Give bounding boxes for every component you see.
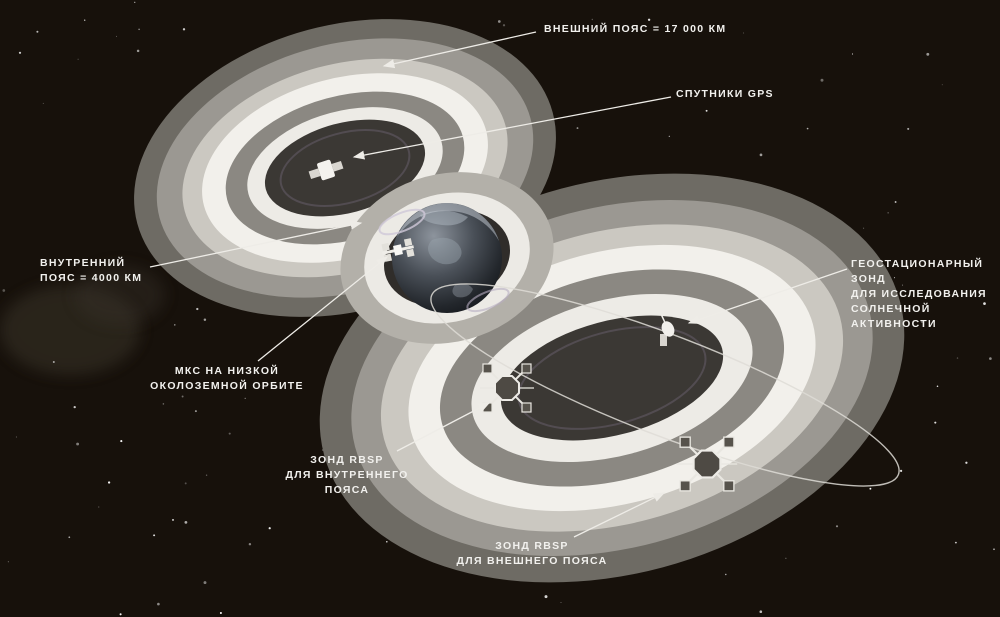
label-rbsp-outer-probe: ЗОНД RBSP ДЛЯ ВНЕШНЕГО ПОЯСА	[456, 540, 608, 567]
nebula-patch	[75, 265, 165, 325]
label-geostationary-probe: ГЕОСТАЦИОНАРНЫЙ ЗОНД ДЛЯ ИССЛЕДОВАНИЯ СО…	[851, 258, 987, 330]
rbsp-probe-icon	[480, 363, 534, 413]
label-inner-belt: ВНУТРЕННИЙ ПОЯС = 4000 КМ	[40, 257, 143, 284]
label-rbsp-inner-probe: ЗОНД RBSP ДЛЯ ВНУТРЕННЕГО ПОЯСА	[285, 454, 409, 496]
callout-line-outer-belt	[382, 31, 537, 69]
earth	[378, 203, 510, 313]
rbsp-orbit-line	[430, 283, 900, 487]
label-gps-satellites: СПУТНИКИ GPS	[676, 88, 774, 100]
gps-satellite-icon	[308, 159, 344, 181]
callout-line-geo-probe	[687, 268, 848, 324]
callout-line-rbsp-outer	[573, 492, 666, 538]
callout-line-inner-belt	[149, 220, 363, 268]
geostationary-probe-icon	[660, 315, 675, 346]
callout-line-gps	[352, 96, 672, 160]
label-iss: МКС НА НИЗКОЙ ОКОЛОЗЕМНОЙ ОРБИТЕ	[150, 365, 304, 392]
callout-lines	[149, 31, 848, 538]
callout-line-rbsp-inner	[396, 402, 491, 452]
label-outer-belt: ВНЕШНИЙ ПОЯС = 17 000 КМ	[544, 23, 727, 35]
callout-line-iss	[257, 256, 389, 362]
iss-icon	[381, 238, 415, 262]
rbsp-probe-icon	[676, 436, 738, 492]
